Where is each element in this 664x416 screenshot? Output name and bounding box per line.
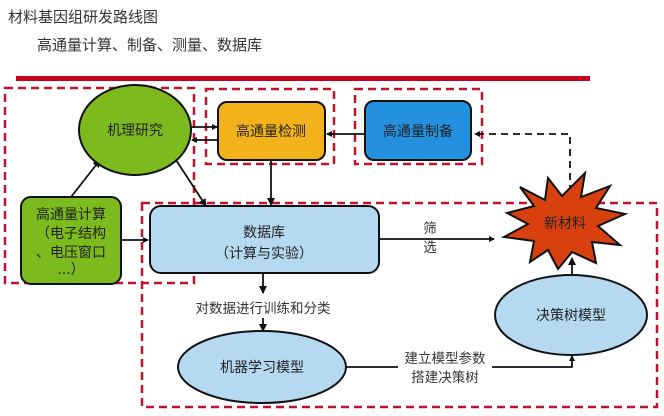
dashed-region-data [140, 201, 659, 409]
label-computation-line-4: ...） [57, 262, 84, 278]
node-preparation [364, 100, 472, 161]
edge-build-to-decision-tree [492, 355, 575, 368]
node-detection [217, 101, 326, 161]
label-computation-line-3: 、电压窗口 [36, 244, 106, 261]
node-ml-model [177, 330, 347, 404]
label-detection: 高通量检测 [236, 123, 306, 140]
diagram-title: 材料基因组研发路线图 [8, 8, 159, 26]
label-computation-line-1: 高通量计算 [36, 206, 106, 223]
node-mechanism [78, 84, 192, 176]
title-bar [16, 76, 590, 81]
label-mechanism: 机理研究 [107, 123, 163, 139]
label-build-line-2: 搭建决策树 [411, 369, 479, 386]
dashed-region-theory [3, 86, 196, 285]
edge-mechanism-to-database [175, 159, 207, 207]
label-build-line-1: 建立模型参数 [405, 350, 486, 367]
node-decision-tree [494, 274, 648, 356]
label-screen-line-2: 选 [423, 240, 437, 256]
label-ml-model: 机器学习模型 [220, 360, 304, 376]
label-train: 对数据进行训练和分类 [196, 301, 331, 317]
node-computation [20, 196, 122, 285]
dashed-region-preparation [353, 87, 484, 166]
node-database [149, 205, 380, 274]
edge-feedback-to-preparation [474, 131, 571, 192]
label-database-line-2: （计算与实验） [215, 246, 313, 262]
label-decision-tree: 决策树模型 [536, 307, 606, 324]
diagram-subtitle: 高通量计算、制备、测量、数据库 [37, 36, 263, 54]
label-database-line-1: 数据库 [243, 225, 285, 241]
label-computation-line-2: （电子结构 [36, 226, 106, 242]
label-new-material: 新材料 [544, 216, 586, 232]
label-screen-line-1: 筛 [423, 221, 437, 237]
node-new-material [500, 170, 629, 271]
label-preparation: 高通量制备 [383, 123, 453, 140]
edge-computation-to-mechanism [70, 159, 101, 198]
